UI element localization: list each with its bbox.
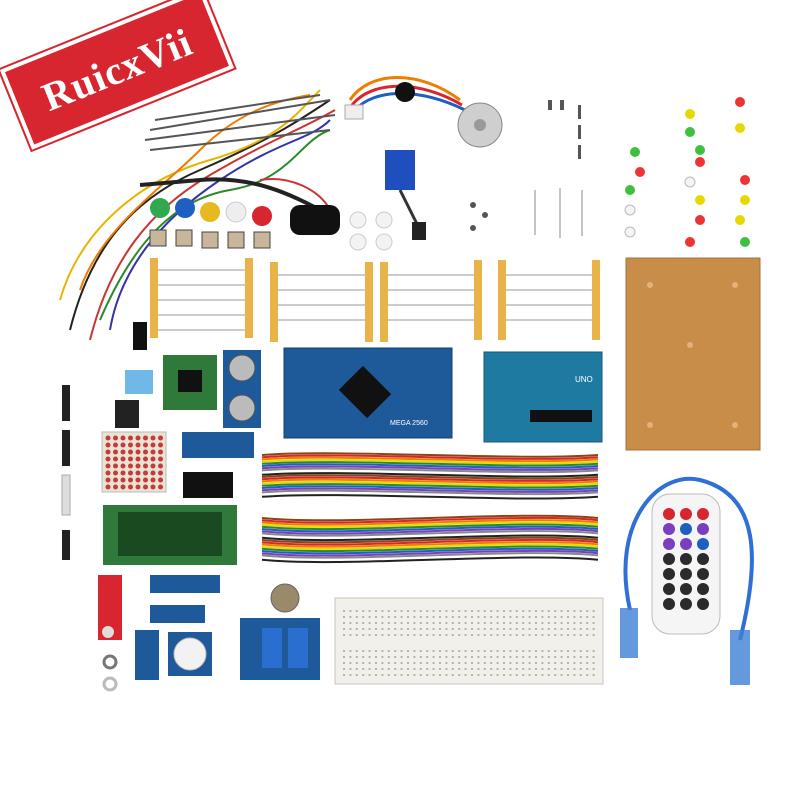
usb-cable bbox=[623, 476, 754, 641]
battery-clip bbox=[290, 205, 340, 235]
sensor-module bbox=[182, 432, 254, 458]
button-caps bbox=[150, 198, 272, 226]
temperature-humidity-sensor bbox=[125, 370, 153, 394]
servo-motor bbox=[385, 150, 415, 190]
photoresistors bbox=[534, 188, 583, 238]
push-buttons bbox=[149, 229, 271, 249]
ribbon-cable-top bbox=[261, 452, 599, 500]
screws bbox=[470, 100, 581, 231]
acrylic-base-plate bbox=[625, 257, 761, 451]
ribbon-cable-bottom bbox=[261, 514, 599, 564]
four-digit-display bbox=[183, 472, 233, 498]
buzzer bbox=[395, 82, 415, 102]
resistor-strips bbox=[150, 258, 600, 342]
arduino-uno-board bbox=[483, 351, 603, 443]
led-matrix bbox=[101, 431, 167, 493]
potentiometer bbox=[270, 583, 300, 613]
mega-label: MEGA 2560 bbox=[390, 420, 428, 427]
ic-chip bbox=[133, 322, 147, 350]
leds bbox=[624, 97, 750, 247]
jumper-wire-bundle bbox=[59, 89, 336, 341]
seven-segment-display bbox=[115, 400, 139, 428]
uno-label: UNO bbox=[575, 375, 593, 384]
servo-horns bbox=[349, 211, 393, 251]
breadboard bbox=[334, 597, 604, 685]
